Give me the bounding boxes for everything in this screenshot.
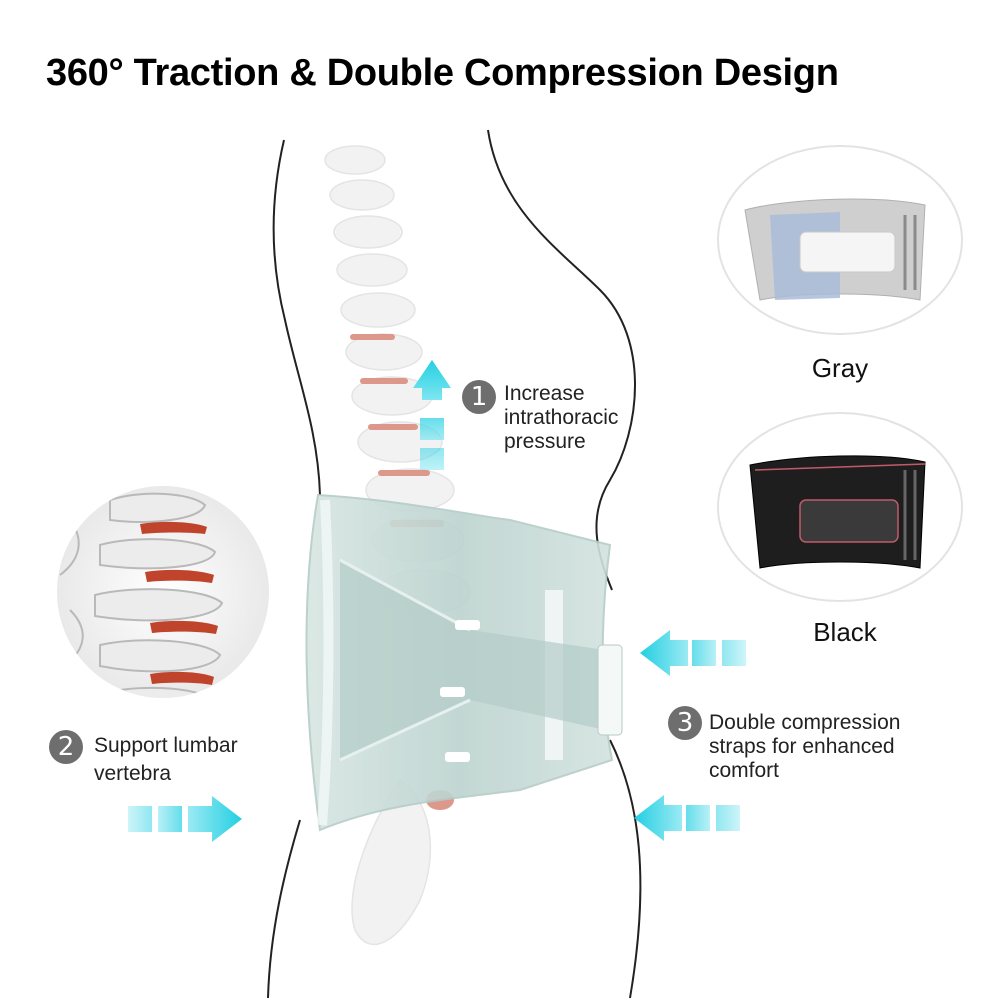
variant-label-black: Black bbox=[813, 617, 877, 647]
callout-line: comfort bbox=[709, 759, 780, 782]
callout-line: straps for enhanced bbox=[709, 735, 895, 758]
step-badge-1: 1 bbox=[462, 380, 496, 414]
callout-support-lumbar: Support lumbar vertebra bbox=[94, 734, 238, 786]
step-badge-3: 3 bbox=[668, 706, 702, 740]
vertebra-closeup-image bbox=[57, 486, 269, 698]
body-silhouette bbox=[267, 129, 642, 999]
callout-line: pressure bbox=[504, 430, 586, 453]
callout-double-compression: Double compression straps for enhanced c… bbox=[709, 711, 900, 783]
callout-line: intrathoracic bbox=[504, 406, 619, 429]
variant-label-gray: Gray bbox=[811, 353, 869, 383]
page-title: 360° Traction & Double Compression Desig… bbox=[46, 52, 839, 94]
arrow-up-icon bbox=[413, 360, 451, 470]
arrow-right-icon bbox=[128, 796, 242, 842]
arrow-left-icon-bottom bbox=[634, 795, 740, 841]
back-brace bbox=[305, 493, 623, 832]
callout-line: Support lumbar bbox=[94, 734, 238, 757]
gray-variant-image bbox=[717, 145, 963, 335]
callout-line: vertebra bbox=[94, 762, 172, 785]
black-variant-image bbox=[717, 412, 963, 602]
callout-line: Double compression bbox=[709, 711, 901, 734]
step-badge-2: 2 bbox=[49, 730, 83, 764]
callout-increase-pressure: Increase intrathoracic pressure bbox=[504, 382, 618, 454]
callout-line: Increase bbox=[504, 382, 585, 405]
arrow-left-icon-top bbox=[640, 630, 746, 676]
